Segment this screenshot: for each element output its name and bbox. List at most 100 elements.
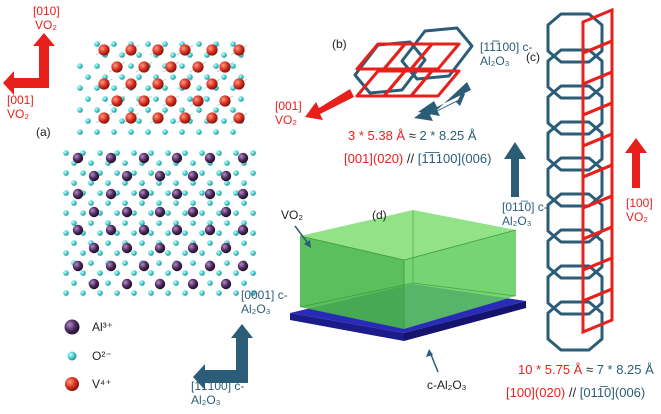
o-atom [131,190,137,196]
al-atom [138,260,150,272]
o-atom [199,230,205,236]
o-atom [119,118,125,124]
o-atom [230,129,236,135]
o-atom [114,170,120,176]
al-atom [88,206,100,218]
o-atom [170,118,176,124]
axis-arrow-0001-1m100 [193,324,253,390]
o-atom [63,210,69,216]
o-atom [77,63,83,69]
panel-label-a: (a) [36,125,51,139]
o-atom [153,74,159,80]
al-atom [121,242,133,254]
o-atom [190,220,196,226]
o-atom [199,150,205,156]
legend-o-label: O²⁻ [92,349,112,363]
v-atom [152,44,164,56]
o-atom [111,41,117,47]
o-atom [114,150,120,156]
o-atom [165,210,171,216]
o-atom [119,74,125,80]
o-atom [207,280,213,286]
o-atom [102,74,108,80]
o-atom [97,190,103,196]
o-atom [94,63,100,69]
o-atom [230,107,236,113]
o-atom [173,280,179,286]
o-atom [71,200,77,206]
o-atom [207,220,213,226]
hexagon-cell [546,48,604,100]
al-atom [72,260,84,272]
o-atom [80,250,86,256]
o-atom [196,41,202,47]
o-atom [233,250,239,256]
al-atom [154,242,166,254]
o-atom [250,170,256,176]
o-atom [250,270,256,276]
o-atom [190,180,196,186]
o-atom [88,160,94,166]
panel-label-c: (c) [526,50,540,64]
substrate-front-left [290,313,404,341]
panel-d-vo2-label: VO₂ [281,208,303,222]
al-atom [138,188,150,200]
o-atom [128,63,134,69]
o-atom [224,200,230,206]
o-atom [105,200,111,206]
al-atom [88,278,100,290]
dir-0001-label: [0001] c- Al₂O₃ [241,288,288,316]
o-atom [97,270,103,276]
o-atom [170,74,176,80]
panel-b-red-dir-label: [001] VO₂ [275,99,302,127]
v-atom [192,61,204,73]
v-atom [206,112,218,124]
o-atom [145,107,151,113]
o-atom [145,85,151,91]
o-atom [80,210,86,216]
al-atom [154,206,166,218]
o-atom [179,107,185,113]
dir-001-label: [001] VO₂ [7,93,34,121]
o-atom [148,290,154,296]
dir-1m100-index: [1̅1̅100] c- [191,379,245,393]
o-atom [114,270,120,276]
o-atom [139,180,145,186]
o-atom [114,210,120,216]
o-atom [221,118,227,124]
al-atom [220,206,232,218]
o-atom [148,170,154,176]
o-atom [216,290,222,296]
o-atom [173,240,179,246]
o-atom [165,290,171,296]
o-atom [199,210,205,216]
o-atom [224,260,230,266]
o-atom [190,260,196,266]
o-atom [199,190,205,196]
o-atom [122,200,128,206]
o-atom [250,290,256,296]
v-atom [125,44,137,56]
o-atom [165,150,171,156]
o-atom [250,230,256,236]
v-atom [233,78,245,90]
hexagon-cell [546,84,604,136]
o-atom [207,240,213,246]
al-atom [72,224,84,236]
al-atom [171,152,183,164]
al-atom [220,242,232,254]
panel-b-rel-red: [001](020) [344,151,404,166]
o-atom [173,200,179,206]
o-atom [131,230,137,236]
o-atom [162,129,168,135]
o-atom [105,220,111,226]
al-atom [105,188,117,200]
v-atom [138,61,150,73]
al-atom [154,278,166,290]
o-atom [199,290,205,296]
o-atom [207,200,213,206]
o-atom [216,190,222,196]
o-atom [250,150,256,156]
panel-b-rel-blue: [1̅1̅100](006) [417,151,492,166]
o-atom [199,250,205,256]
